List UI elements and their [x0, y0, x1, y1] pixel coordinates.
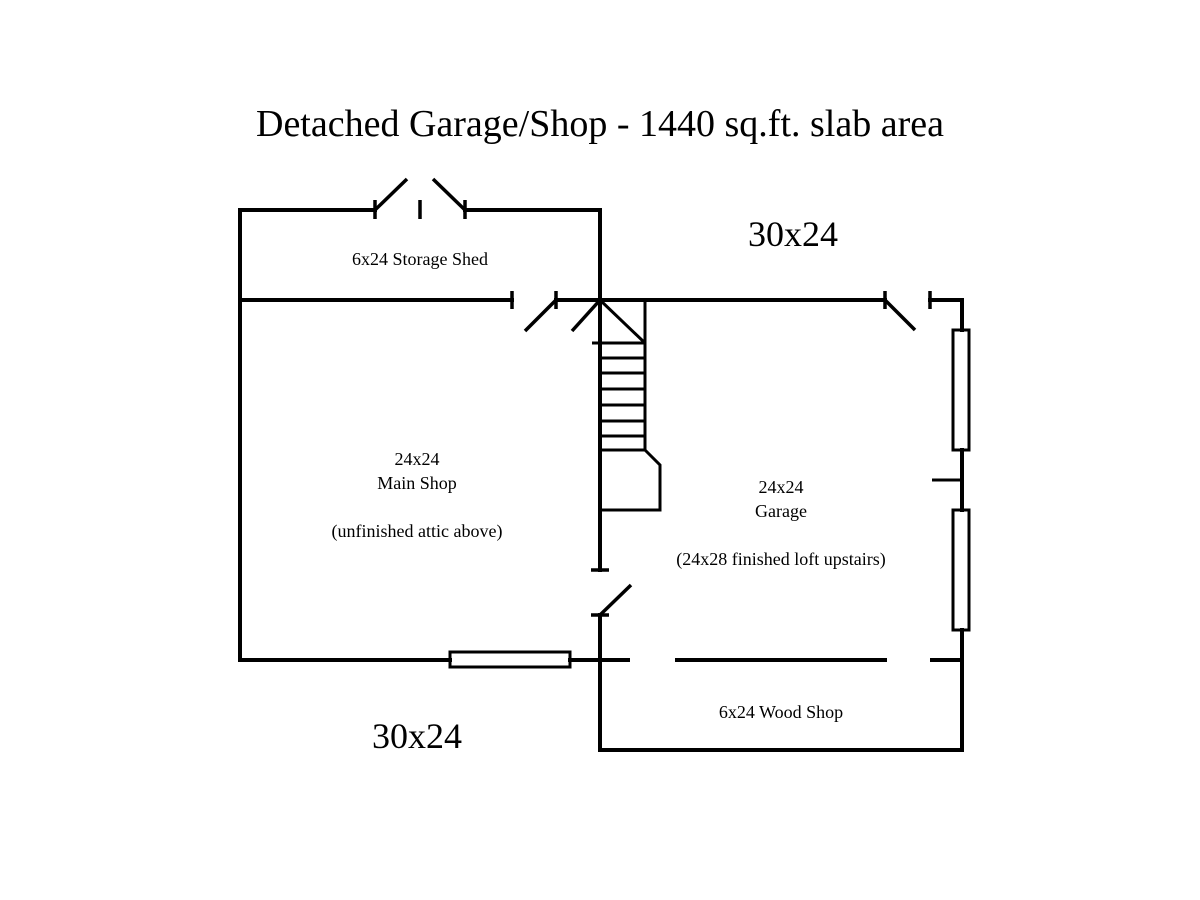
storage-shed-walls — [238, 208, 602, 662]
main-shop-size: 24x24 — [395, 449, 440, 469]
dimension-label-lower: 30x24 — [372, 716, 462, 756]
garage-size: 24x24 — [759, 477, 804, 497]
shed-interior-door — [510, 291, 558, 333]
main-shop-window — [448, 650, 572, 669]
garage-side-door — [883, 291, 932, 332]
stair-landing-door — [570, 298, 602, 333]
dimension-label-upper: 30x24 — [748, 214, 838, 254]
garage-east-wall — [932, 298, 964, 752]
storage-shed-label: 6x24 Storage Shed — [352, 249, 488, 269]
staircase — [592, 298, 662, 512]
main-shop-label: 24x24 Main Shop (unfinished attic above) — [332, 449, 503, 542]
garage-window-upper — [951, 328, 971, 452]
main-shop-note: (unfinished attic above) — [332, 521, 503, 542]
storage-shed-double-door — [373, 177, 467, 219]
garage-name: Garage — [755, 501, 807, 521]
plan-title: Detached Garage/Shop - 1440 sq.ft. slab … — [256, 103, 944, 145]
garage-window-lower — [951, 508, 971, 632]
main-shop-name: Main Shop — [377, 473, 457, 493]
garage-note: (24x28 finished loft upstairs) — [676, 549, 885, 570]
shop-garage-door — [591, 568, 633, 617]
garage-label: 24x24 Garage (24x28 finished loft upstai… — [676, 477, 885, 570]
wood-shop-label: 6x24 Wood Shop — [719, 702, 843, 722]
